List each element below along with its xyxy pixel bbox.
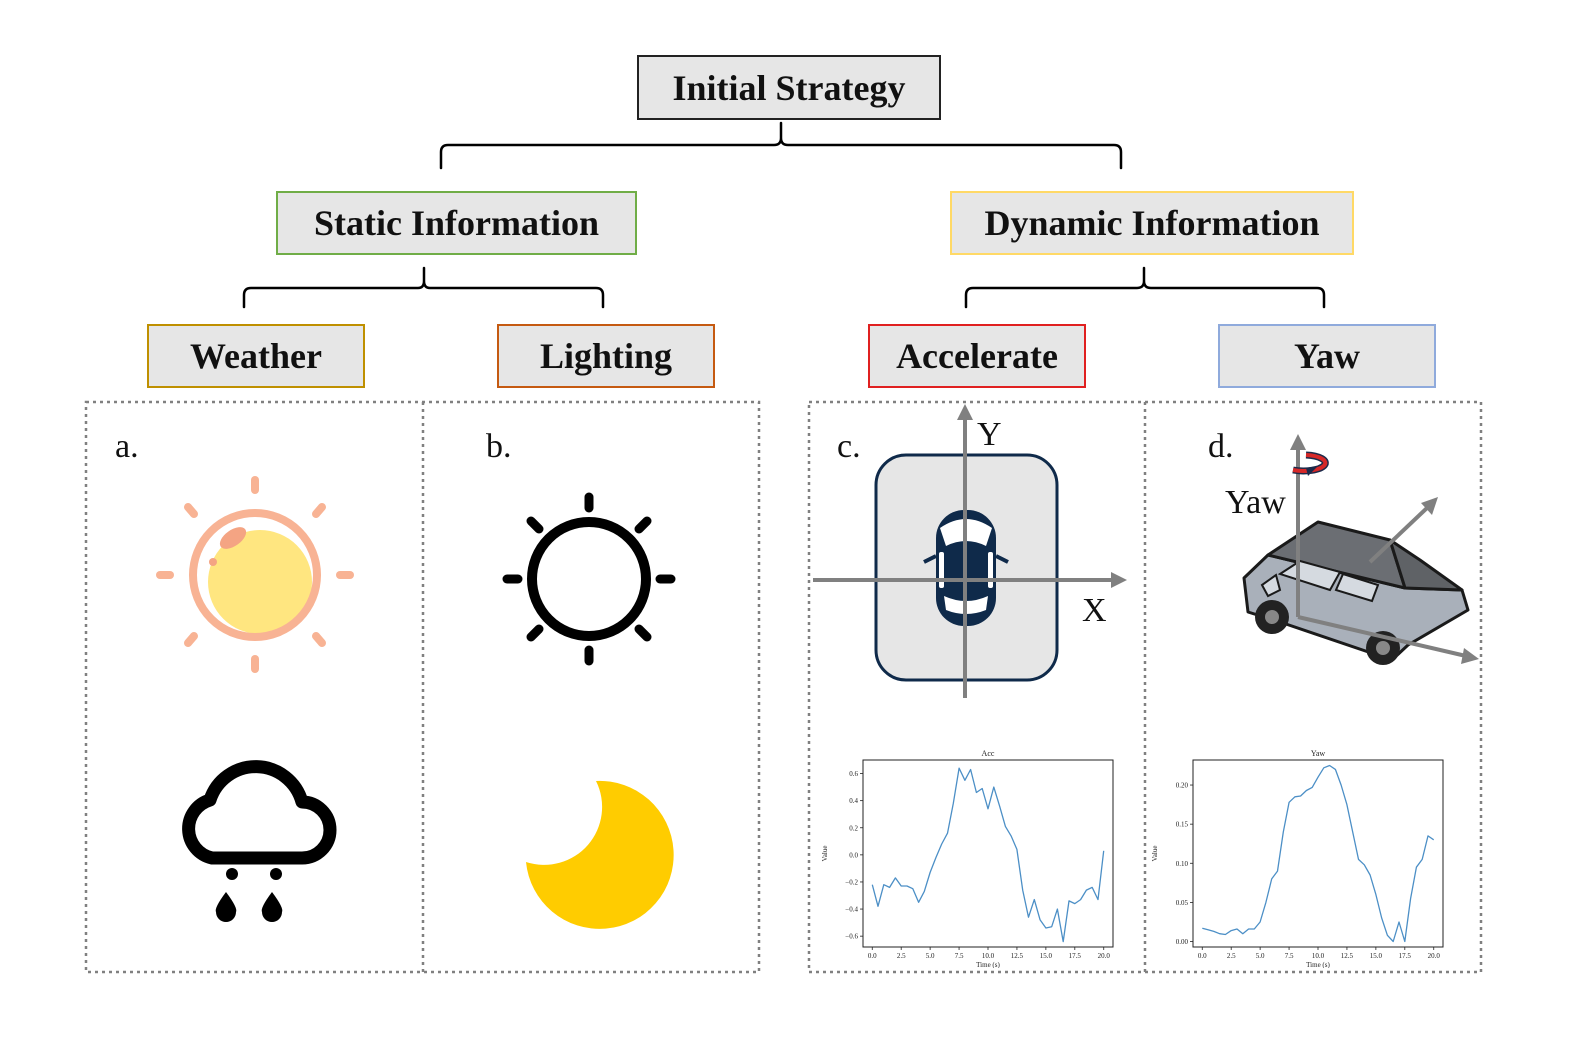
lighting-node: Lighting xyxy=(497,324,715,388)
xy-axes xyxy=(813,404,1127,698)
acc-ytick-label: −0.2 xyxy=(845,878,858,886)
acc-title: Acc xyxy=(982,749,995,758)
acc-xtick-label: 12.5 xyxy=(1011,952,1024,960)
yaw-chart: Yaw 0.0 2.5 5.0 7.5 10.0 12.5 15.0 17.5 20.0 0.00 0… xyxy=(1151,749,1444,968)
acc-chart: Acc 0.0 2.5 5.0 7.5 10.0 12.5 15.0 17.5 20.0 −0.6 −… xyxy=(821,749,1114,968)
yaw-ytick-label: 0.00 xyxy=(1176,938,1189,946)
acc-ytick-label: 0.6 xyxy=(849,770,858,778)
lighting-label: Lighting xyxy=(539,336,673,376)
yaw-title: Yaw xyxy=(1311,749,1326,758)
yaw-xtick-label: 17.5 xyxy=(1399,952,1412,960)
sun-outline-icon xyxy=(502,492,676,666)
acc-xtick-label: 15.0 xyxy=(1040,952,1053,960)
yaw-xtick-label: 10.0 xyxy=(1312,952,1325,960)
static-information-label: Static Information xyxy=(314,203,599,243)
acc-xtick-label: 7.5 xyxy=(955,952,964,960)
acc-xtick-label: 17.5 xyxy=(1069,952,1082,960)
yaw-label: Yaw xyxy=(1293,336,1360,376)
acc-ytick-label: 0.0 xyxy=(849,851,858,859)
panel-b-label: b. xyxy=(486,428,512,465)
rotation-arrow-icon xyxy=(1292,451,1329,476)
yaw-ylabel: Value xyxy=(1151,846,1159,862)
acc-xtick-label: 20.0 xyxy=(1098,952,1111,960)
yaw-ytick-label: 0.10 xyxy=(1176,860,1189,868)
acc-ytick-label: −0.4 xyxy=(845,906,858,914)
acc-xtick-label: 0.0 xyxy=(868,952,877,960)
yaw-xlabel: Time (s) xyxy=(1306,961,1330,968)
accelerate-node: Accelerate xyxy=(868,324,1086,388)
static-bracket xyxy=(242,266,605,309)
dynamic-bracket xyxy=(964,266,1326,309)
yaw-rotation-label: Yaw xyxy=(1225,484,1286,521)
yaw-ytick-label: 0.15 xyxy=(1176,821,1189,829)
x-axis-letter: X xyxy=(1082,592,1107,629)
acc-xlabel: Time (s) xyxy=(976,961,1000,968)
panel-a-label: a. xyxy=(115,428,139,465)
root-bracket xyxy=(439,121,1123,170)
sun-icon xyxy=(156,476,354,673)
moon-icon xyxy=(526,780,674,929)
acc-ytick-label: −0.6 xyxy=(845,933,858,941)
initial-strategy-label: Initial Strategy xyxy=(672,67,906,108)
yaw-xtick-label: 2.5 xyxy=(1227,952,1236,960)
panel-c-label: c. xyxy=(837,428,861,465)
static-information-node: Static Information xyxy=(276,191,637,255)
yaw-node: Yaw xyxy=(1218,324,1436,388)
acc-xtick-label: 10.0 xyxy=(982,952,995,960)
panel-d-label: d. xyxy=(1208,428,1234,465)
weather-label: Weather xyxy=(190,336,322,376)
yaw-xtick-label: 12.5 xyxy=(1341,952,1354,960)
acc-xtick-label: 5.0 xyxy=(926,952,935,960)
weather-node: Weather xyxy=(147,324,365,388)
initial-strategy-node: Initial Strategy xyxy=(637,55,941,120)
yaw-ytick-label: 0.05 xyxy=(1176,899,1189,907)
acc-xtick-label: 2.5 xyxy=(897,952,906,960)
yaw-xtick-label: 15.0 xyxy=(1370,952,1383,960)
dynamic-information-node: Dynamic Information xyxy=(950,191,1354,255)
yaw-xtick-label: 0.0 xyxy=(1198,952,1207,960)
acc-ytick-label: 0.4 xyxy=(849,797,858,805)
acc-ylabel: Value xyxy=(821,846,829,862)
acc-series-line xyxy=(871,767,1105,943)
car-axes xyxy=(1290,434,1479,664)
acc-ytick-label: 0.2 xyxy=(849,824,858,832)
car-3d-icon xyxy=(1242,520,1470,665)
rain-cloud-icon xyxy=(182,760,337,922)
yaw-xtick-label: 20.0 xyxy=(1428,952,1441,960)
y-axis-letter: Y xyxy=(977,416,1002,453)
yaw-ytick-label: 0.20 xyxy=(1176,782,1189,790)
yaw-xtick-label: 7.5 xyxy=(1285,952,1294,960)
accelerate-label: Accelerate xyxy=(896,336,1058,376)
dynamic-information-label: Dynamic Information xyxy=(984,203,1320,243)
acc-plot-frame xyxy=(862,759,1114,948)
yaw-plot-frame xyxy=(1192,759,1444,948)
yaw-xtick-label: 5.0 xyxy=(1256,952,1265,960)
yaw-series-line xyxy=(1202,764,1435,943)
